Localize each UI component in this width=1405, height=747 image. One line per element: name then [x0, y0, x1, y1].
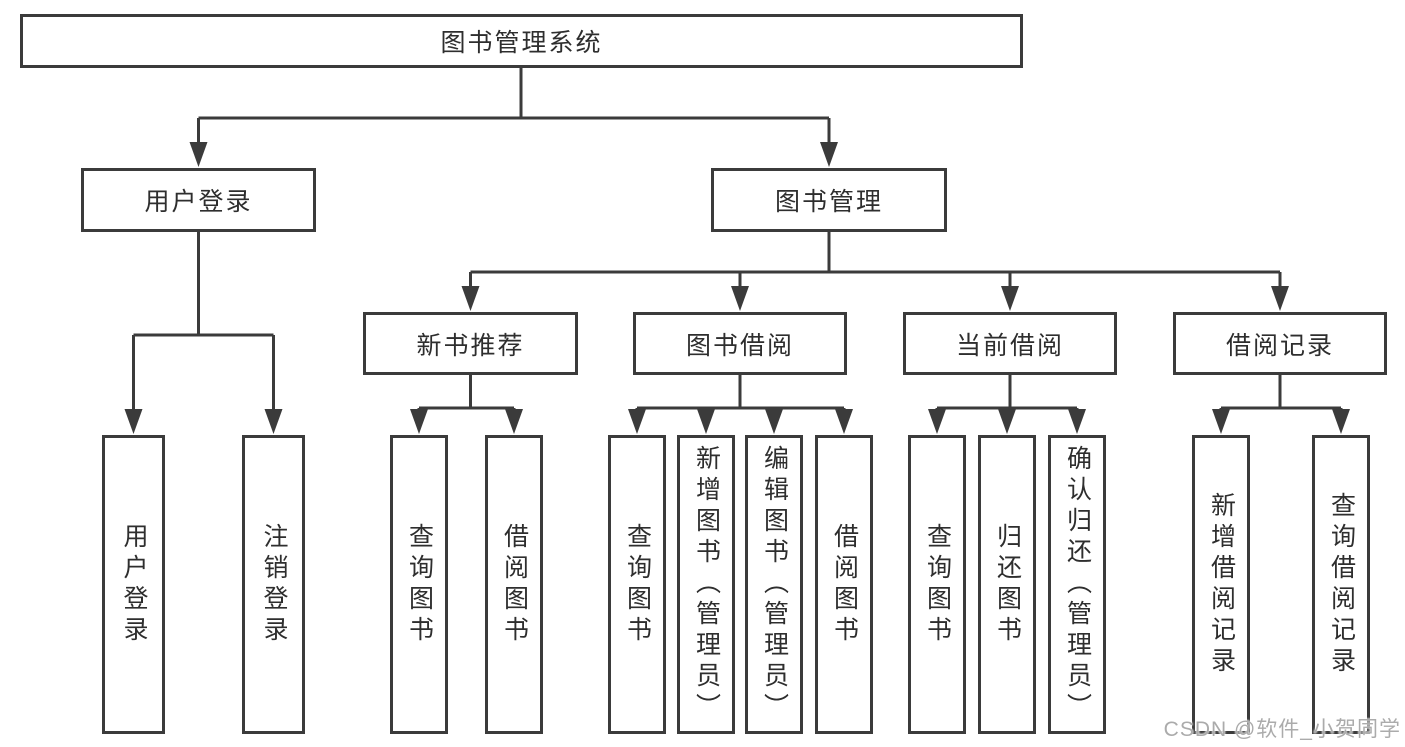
leaf-borrow-books-1-label: 借阅图书 [500, 522, 529, 647]
leaf-confirm-return-admin-label: 确认归还（管理员） [1063, 445, 1092, 724]
leaf-borrow-books-2-label: 借阅图书 [830, 522, 859, 647]
node-book-borrowing-label: 图书借阅 [685, 331, 794, 360]
leaf-query-books-2: 查询图书 [608, 435, 666, 734]
node-book-management-label: 图书管理 [774, 188, 883, 216]
leaf-borrow-books-2: 借阅图书 [815, 435, 873, 734]
node-book-management: 图书管理 [711, 168, 947, 232]
leaf-user-login-label: 用户登录 [120, 522, 148, 647]
leaf-query-borrow-record: 查询借阅记录 [1312, 435, 1370, 734]
leaf-query-books-3-label: 查询图书 [923, 522, 952, 647]
leaf-query-books-1: 查询图书 [390, 435, 448, 734]
leaf-query-books-2-label: 查询图书 [623, 522, 652, 647]
node-current-borrowing: 当前借阅 [903, 312, 1117, 375]
node-borrowing-records-label: 借阅记录 [1225, 331, 1334, 360]
node-new-book-recommend-label: 新书推荐 [416, 331, 525, 360]
node-book-borrowing: 图书借阅 [633, 312, 847, 375]
leaf-add-books-admin: 新增图书（管理员） [677, 435, 735, 734]
leaf-user-login: 用户登录 [102, 435, 165, 734]
node-user-login-label: 用户登录 [144, 188, 253, 216]
node-root-label: 图书管理系统 [440, 29, 603, 57]
leaf-return-books: 归还图书 [978, 435, 1036, 734]
leaf-edit-books-admin: 编辑图书（管理员） [745, 435, 803, 734]
node-new-book-recommend: 新书推荐 [363, 312, 578, 375]
node-root: 图书管理系统 [20, 14, 1023, 68]
leaf-confirm-return-admin: 确认归还（管理员） [1048, 435, 1106, 734]
leaf-query-books-1-label: 查询图书 [405, 522, 434, 647]
leaf-edit-books-admin-label: 编辑图书（管理员） [760, 445, 789, 724]
csdn-watermark: CSDN @软件_小贺同学 [1163, 718, 1401, 741]
leaf-add-borrow-record: 新增借阅记录 [1192, 435, 1250, 734]
node-current-borrowing-label: 当前借阅 [955, 331, 1064, 360]
leaf-return-books-label: 归还图书 [993, 522, 1022, 647]
leaf-logout: 注销登录 [242, 435, 305, 734]
node-user-login: 用户登录 [81, 168, 316, 232]
leaf-logout-label: 注销登录 [260, 522, 288, 647]
leaf-query-books-3: 查询图书 [908, 435, 966, 734]
leaf-borrow-books-1: 借阅图书 [485, 435, 543, 734]
leaf-add-borrow-record-label: 新增借阅记录 [1207, 491, 1236, 678]
node-borrowing-records: 借阅记录 [1173, 312, 1387, 375]
leaf-add-books-admin-label: 新增图书（管理员） [692, 445, 721, 724]
leaf-query-borrow-record-label: 查询借阅记录 [1327, 491, 1356, 678]
